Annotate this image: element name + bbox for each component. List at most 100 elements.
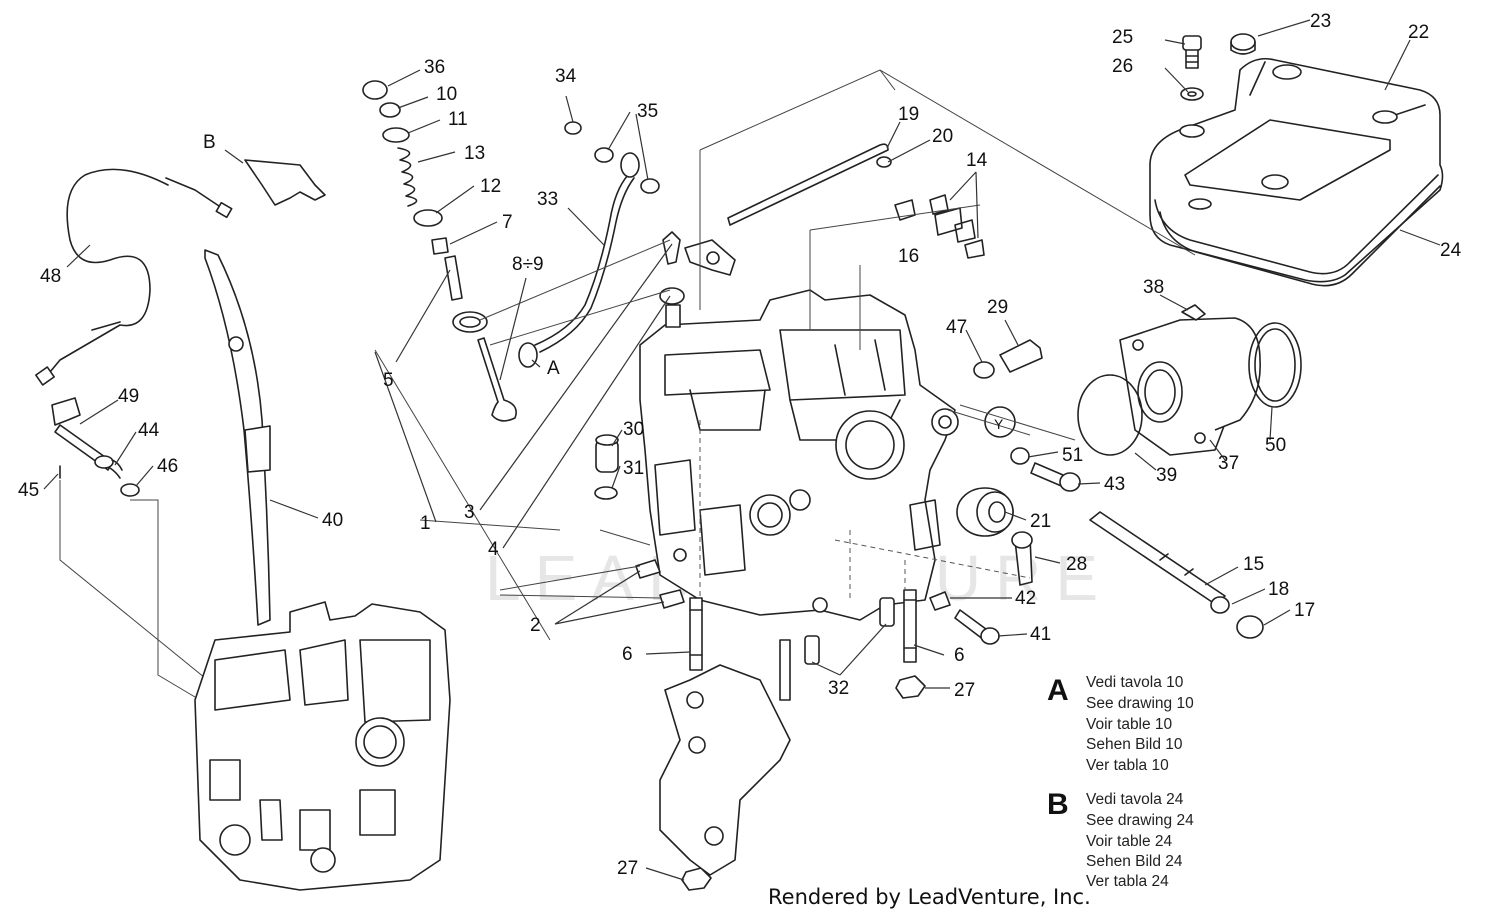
spring-13 xyxy=(397,147,418,207)
label-5: 5 xyxy=(383,370,394,391)
legend-a-line: See drawing 10 xyxy=(1086,695,1194,712)
valve-train xyxy=(362,80,517,422)
cylinder-head-main xyxy=(639,289,959,621)
legend-b: B Vedi tavola 24 See drawing 24 Voir tab… xyxy=(1047,788,1194,890)
washer-26 xyxy=(1180,87,1204,101)
label-20: 20 xyxy=(932,126,953,147)
label-1: 1 xyxy=(420,513,431,534)
oil-pipe-33 xyxy=(518,121,660,368)
nut-27a xyxy=(895,675,926,699)
intake-manifold-37 xyxy=(1119,304,1261,456)
label-31: 31 xyxy=(623,458,644,479)
label-21: 21 xyxy=(1030,511,1051,532)
stud-6a xyxy=(689,597,703,671)
label-40: 40 xyxy=(322,510,343,531)
dowel-32b xyxy=(804,635,820,665)
legend-a: A Vedi tavola 10 See drawing 10 Voir tab… xyxy=(1047,674,1194,774)
legend-a-line: Sehen Bild 10 xyxy=(1086,736,1183,753)
label-16: 16 xyxy=(898,246,919,267)
washer-18 xyxy=(1210,596,1230,614)
label-6b: 6 xyxy=(954,645,965,666)
leader-lines xyxy=(43,19,1441,881)
guide-hole xyxy=(228,336,244,352)
legend-b-line: Voir table 24 xyxy=(1086,833,1173,850)
label-33: 33 xyxy=(537,189,558,210)
label-24: 24 xyxy=(1440,240,1462,261)
bearing-21 xyxy=(956,487,1014,537)
guide-5 xyxy=(444,255,463,301)
label-2: 2 xyxy=(530,615,541,636)
label-34: 34 xyxy=(555,66,577,87)
decompressor-cable-48 xyxy=(44,168,169,379)
label-41: 41 xyxy=(1030,624,1051,645)
dowel-2a xyxy=(635,559,661,579)
label-47: 47 xyxy=(946,317,967,338)
cover-bolt-25 xyxy=(1182,35,1202,69)
retainer-11 xyxy=(382,127,410,143)
label-y: Y xyxy=(994,416,1004,432)
label-25: 25 xyxy=(1112,27,1133,48)
shaft-15 xyxy=(1089,511,1264,639)
breather-tube-19 xyxy=(727,143,889,226)
legend-a-letter: A xyxy=(1047,674,1069,707)
legend-a-line: Vedi tavola 10 xyxy=(1086,674,1184,691)
label-30: 30 xyxy=(623,419,644,440)
label-43: 43 xyxy=(1104,474,1125,495)
seal-7 xyxy=(431,237,449,255)
label-26: 26 xyxy=(1112,56,1133,77)
dowel-2b xyxy=(659,589,685,609)
label-45: 45 xyxy=(18,480,39,501)
label-23: 23 xyxy=(1310,11,1331,32)
label-50: 50 xyxy=(1265,435,1286,456)
label-7: 7 xyxy=(502,212,513,233)
callout-labels: 36 10 11 13 12 7 5 8÷9 A 34 35 33 19 20 … xyxy=(18,11,1462,879)
label-35: 35 xyxy=(637,101,658,122)
label-4: 4 xyxy=(488,539,499,560)
legend-b-line: Ver tabla 24 xyxy=(1086,873,1169,890)
label-29: 29 xyxy=(987,297,1008,318)
label-22: 22 xyxy=(1408,22,1429,43)
dowel-32a xyxy=(879,597,895,627)
label-b-ref: B xyxy=(203,132,216,153)
valve xyxy=(477,337,517,422)
banjo-bolt-34 xyxy=(564,121,582,135)
shim-10 xyxy=(379,102,401,118)
label-3: 3 xyxy=(464,502,475,523)
label-14: 14 xyxy=(966,150,988,171)
label-46: 46 xyxy=(157,456,178,477)
label-27a: 27 xyxy=(954,680,975,701)
fitting-29 xyxy=(999,339,1043,373)
cylinder-head-lower-left xyxy=(194,601,451,891)
label-15: 15 xyxy=(1243,554,1264,575)
frame-section xyxy=(659,664,791,876)
label-8-9: 8÷9 xyxy=(512,254,544,275)
washer-51 xyxy=(1010,447,1030,465)
spring-seat-12 xyxy=(413,209,443,227)
legend-b-line: Vedi tavola 24 xyxy=(1086,791,1184,808)
washer-20 xyxy=(876,156,892,168)
legend-b-line: Sehen Bild 24 xyxy=(1086,853,1183,870)
label-10: 10 xyxy=(436,84,457,105)
label-39: 39 xyxy=(1156,465,1177,486)
label-27b: 27 xyxy=(617,858,638,879)
cap-36 xyxy=(362,80,388,100)
rocker-arm-4 xyxy=(659,287,685,328)
rocker-cover xyxy=(1149,57,1444,287)
o-ring-39 xyxy=(1077,374,1143,456)
credit-text: Rendered by LeadVenture, Inc. xyxy=(768,885,1091,909)
label-17: 17 xyxy=(1294,600,1315,621)
chain-guide-40 xyxy=(204,249,271,626)
label-44: 44 xyxy=(138,420,160,441)
label-36: 36 xyxy=(424,57,445,78)
clamp-50 xyxy=(1248,322,1302,408)
label-37: 37 xyxy=(1218,453,1239,474)
bracket-b xyxy=(244,159,326,206)
washer-42 xyxy=(929,591,951,611)
label-13: 13 xyxy=(464,143,485,164)
plug-23 xyxy=(1230,33,1256,55)
legend-b-letter: B xyxy=(1047,788,1069,821)
label-38: 38 xyxy=(1143,277,1164,298)
label-a-ref: A xyxy=(547,358,560,379)
